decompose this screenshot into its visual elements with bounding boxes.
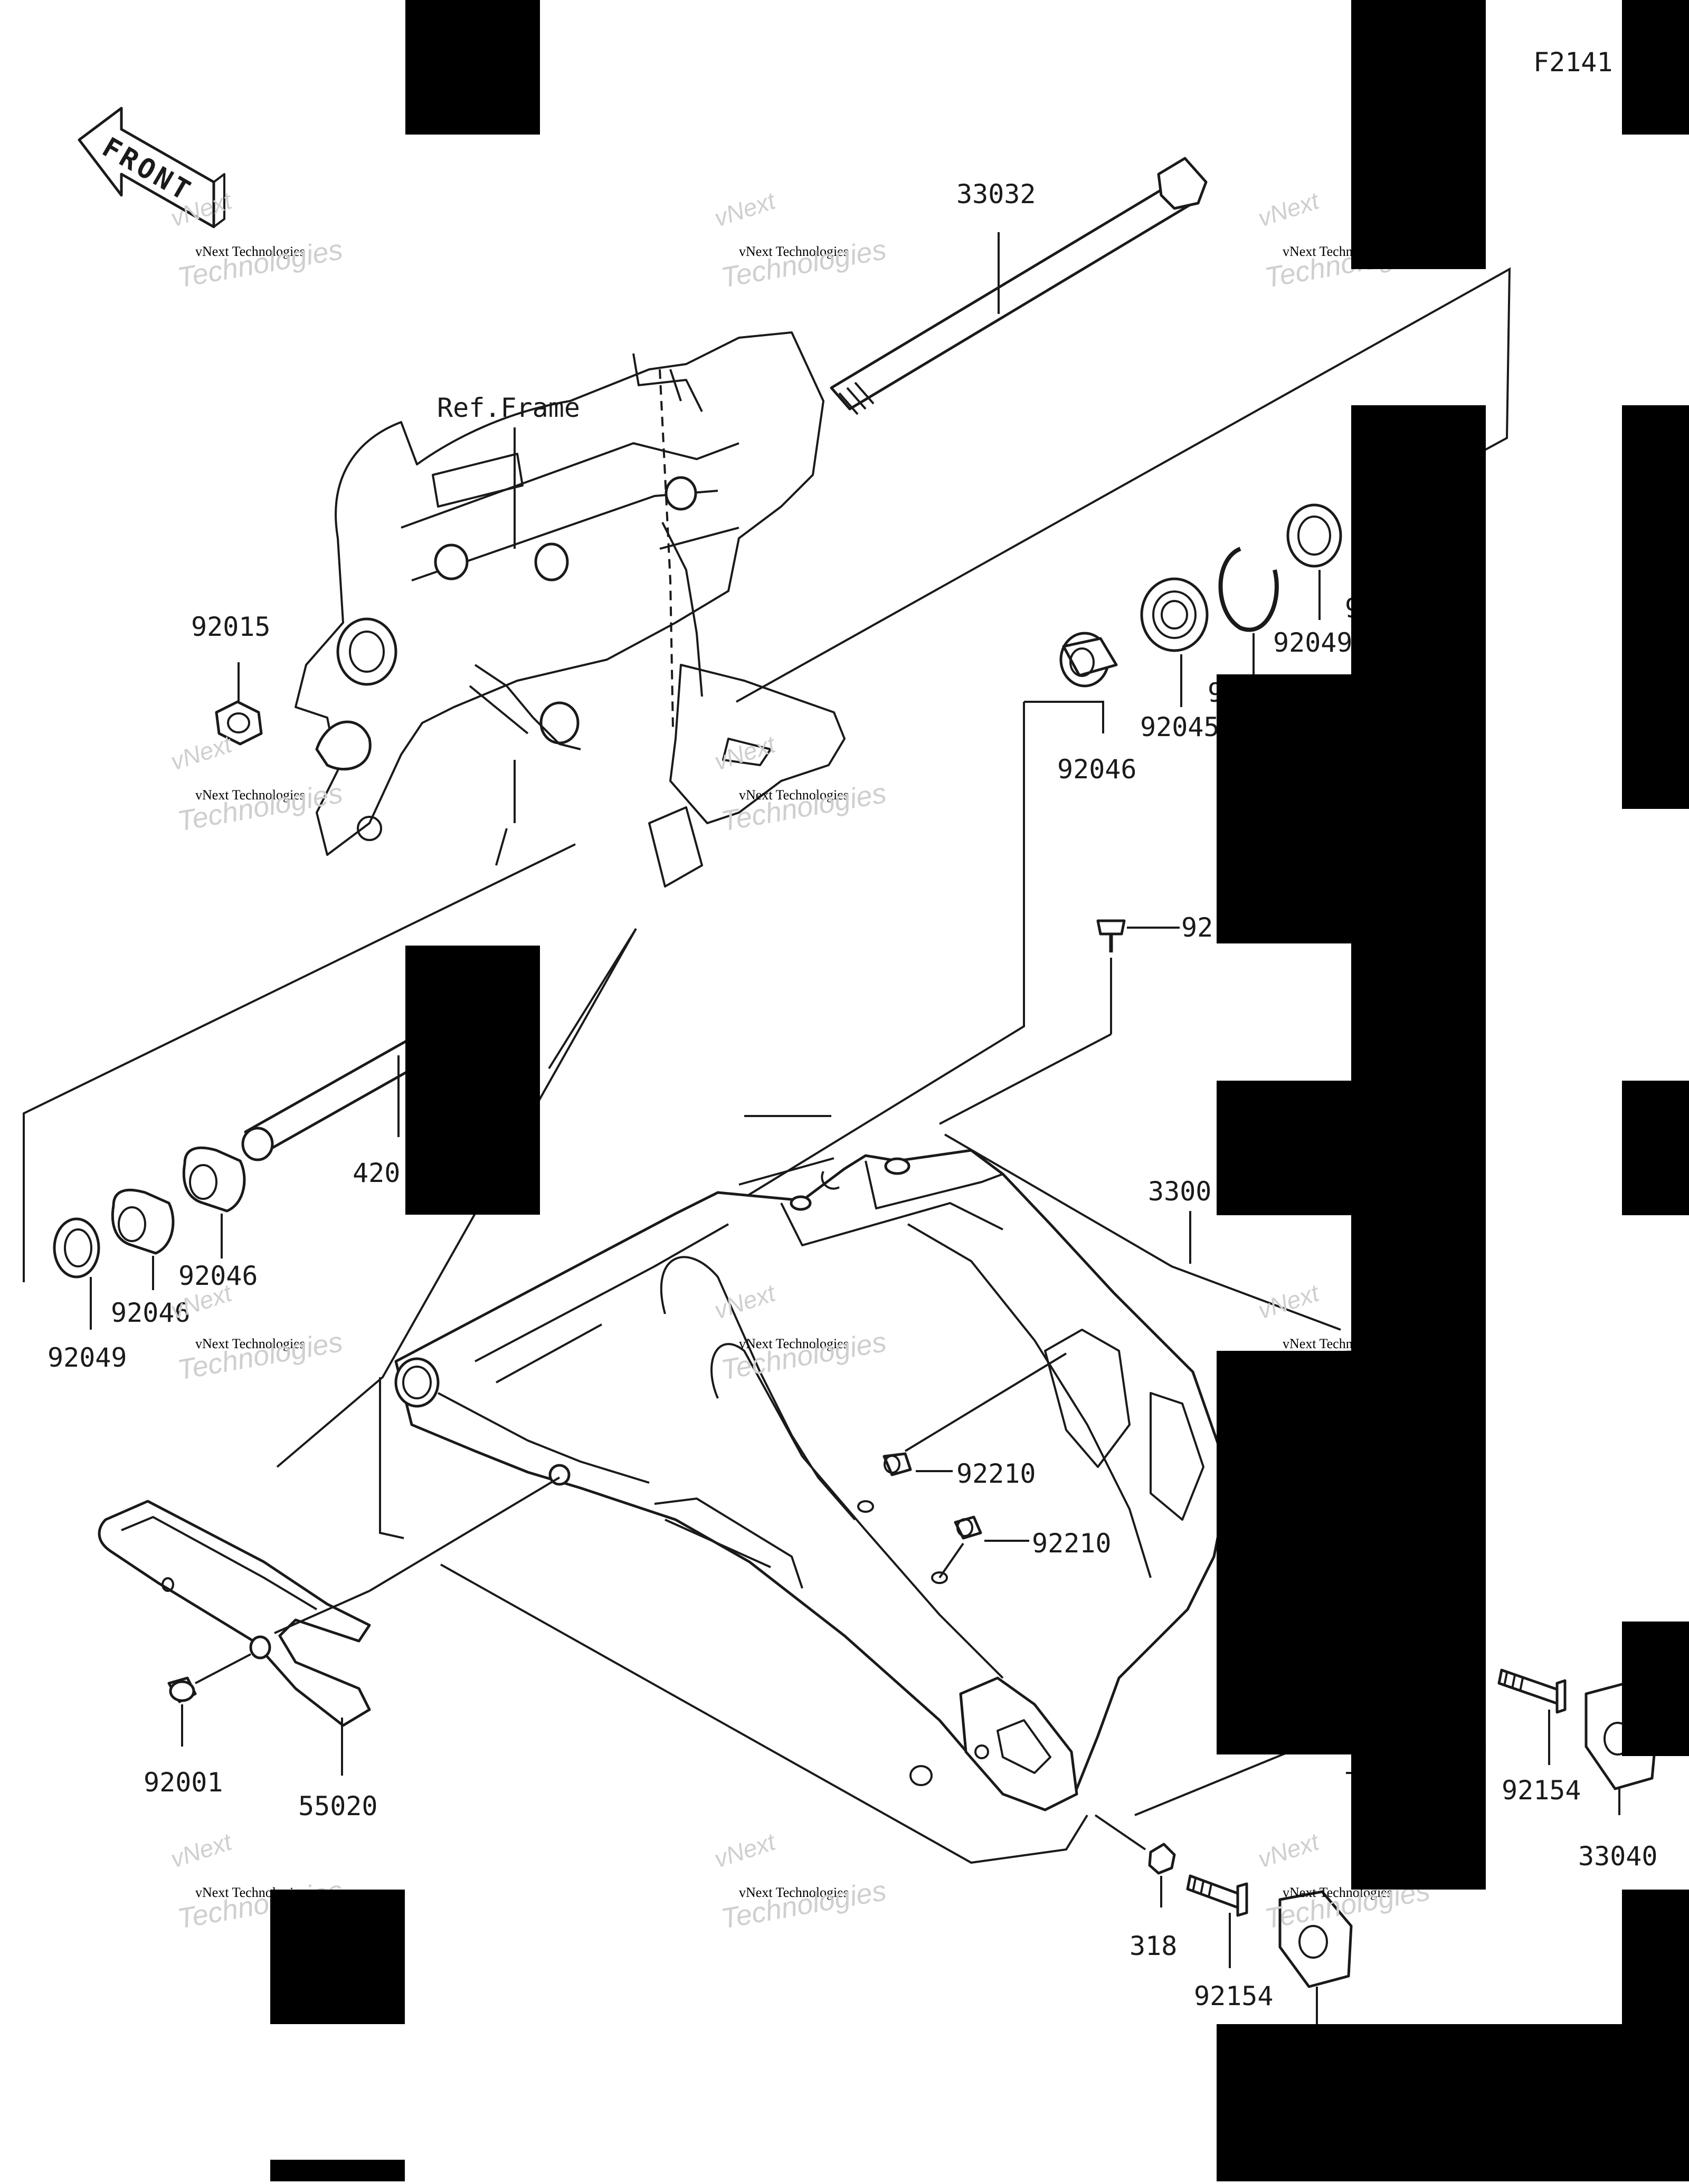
adjuster-plate-bottom [1278,1890,1353,1988]
grease-fitting-a [883,1452,912,1476]
callout-bolt-guard: 92001 [144,1767,223,1798]
callout-nut-bottom: 318 [1130,1931,1177,1961]
pivot-shaft [830,157,1208,415]
oil-seal-top [1286,503,1342,568]
callout-bearing: 92045 [1140,712,1220,742]
svg-text:vNext Technologies: vNext Technologies [739,787,849,803]
svg-text:vNext: vNext [1255,186,1323,232]
sleeve [241,1038,424,1161]
callout-bolt-top-partial: 92 [1181,912,1213,943]
svg-text:Technologies: Technologies [175,234,345,294]
swingarm [394,1149,1231,1811]
callout-swingarm-partial: 3300 [1148,1176,1211,1207]
callout-plate-right: 33040 [1578,1841,1658,1872]
chain-guard [98,1500,371,1727]
needle-bearing-mid [182,1146,246,1213]
svg-text:vNext Technologies: vNext Technologies [195,1336,305,1351]
svg-text:Technologies: Technologies [719,777,889,837]
svg-text:vNext: vNext [167,730,236,775]
watermark-6: vNext vNext Technologies Technologies [167,1279,345,1386]
callout-seal-low: 92049 [48,1342,127,1373]
small-bolt-top [1096,919,1126,952]
grease-fitting-b [954,1515,982,1540]
ref-frame-label: Ref.Frame [437,393,580,423]
svg-text:vNext: vNext [167,1827,236,1873]
bolt-right [1497,1668,1567,1714]
svg-text:Technologies: Technologies [175,1326,345,1386]
needle-bearing-low [111,1188,175,1255]
watermark-5: vNext vNext Technologies Technologies [711,730,889,837]
callout-nut-frame: 92015 [191,612,271,642]
svg-text:vNext Technologies: vNext Technologies [739,1336,849,1351]
svg-text:Technologies: Technologies [719,234,889,294]
needle-bearing-top [1059,632,1118,688]
frame-reference [295,331,846,888]
svg-text:Technologies: Technologies [719,1875,889,1935]
callout-fitting-b: 92210 [1032,1528,1112,1559]
redaction-blocks [270,0,1689,2181]
diagram-id: F2141 [1533,47,1613,78]
nut-bottom [1148,1843,1176,1875]
callout-bolt-right: 92154 [1502,1775,1581,1806]
callout-sleeve-partial: 420 [353,1158,400,1188]
svg-text:vNext Technologies: vNext Technologies [739,244,849,259]
callout-chain-guard: 55020 [298,1791,378,1821]
svg-text:vNext: vNext [711,186,780,232]
callout-shaft: 33032 [956,179,1036,209]
oil-seal-low [53,1217,100,1279]
ball-bearing [1140,577,1209,652]
svg-text:vNext Technologies: vNext Technologies [195,787,305,803]
callout-needle-mid: 92046 [178,1261,258,1291]
bolt-bottom [1186,1874,1248,1917]
callout-needle-top: 92046 [1057,754,1137,785]
svg-text:vNext: vNext [1255,1827,1323,1873]
svg-text:vNext Technologies: vNext Technologies [739,1885,849,1900]
watermark-2: vNext vNext Technologies Technologies [711,186,889,294]
callout-needle-low: 92046 [111,1298,191,1328]
guard-bolt [167,1676,197,1703]
svg-text:vNext Technologies: vNext Technologies [195,244,305,259]
watermark-1: vNext vNext Technologies Technologies [167,186,345,294]
callout-seal-top: 92049 [1273,627,1353,658]
svg-text:vNext: vNext [711,1827,780,1873]
callout-bolt-bottom: 92154 [1194,1981,1274,2011]
watermark-10: vNext vNext Technologies Technologies [711,1827,889,1935]
callout-fitting-a: 92210 [956,1458,1036,1489]
svg-text:vNext: vNext [711,730,780,775]
circlip [1218,547,1279,632]
svg-text:vNext: vNext [1255,1279,1323,1324]
